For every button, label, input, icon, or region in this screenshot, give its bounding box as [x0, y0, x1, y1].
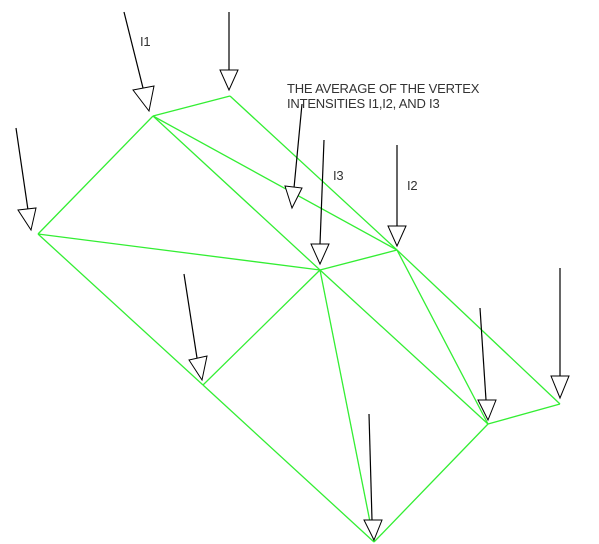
mesh: [37, 95, 561, 543]
arrow-lower-left: [183, 273, 208, 382]
arrows: [15, 11, 570, 542]
arrow-top: [219, 12, 239, 92]
arrow-head: [477, 399, 497, 422]
mesh-edge: [202, 269, 321, 386]
mesh-edge: [152, 115, 398, 251]
arrow-bottom: [363, 413, 383, 542]
label-i3: I3: [333, 168, 343, 183]
arrow-head: [219, 69, 239, 92]
arrow-head: [284, 185, 303, 210]
mesh-edge: [396, 249, 561, 405]
arrow-i2: [387, 145, 407, 248]
label-i1: I1: [140, 34, 150, 49]
arrow-i3: [310, 139, 330, 266]
arrow-left: [15, 127, 37, 232]
mesh-edge: [487, 403, 561, 425]
mesh-edge: [229, 95, 398, 251]
arrow-shaft: [15, 127, 29, 211]
mesh-edge: [319, 249, 398, 271]
arrow-shaft: [123, 11, 145, 93]
arrow-i1: [123, 11, 155, 113]
arrow-head: [132, 85, 155, 113]
arrow-shaft: [368, 413, 373, 521]
arrow-head: [310, 243, 330, 266]
mesh-edge: [396, 249, 489, 425]
mesh-edge: [202, 384, 375, 543]
arrow-head: [363, 519, 383, 542]
arrow-shaft: [293, 103, 303, 189]
label-i2: I2: [407, 178, 417, 193]
arrow-shaft: [479, 307, 487, 401]
mesh-edge: [373, 423, 489, 543]
arrow-head: [188, 355, 208, 382]
arrow-far-right: [550, 268, 570, 400]
mesh-edge: [152, 95, 231, 117]
mesh-edge: [319, 269, 375, 543]
arrow-lower-right: [477, 307, 497, 422]
arrow-head: [17, 207, 37, 232]
arrow-shaft: [319, 139, 325, 245]
mesh-edge: [37, 233, 204, 386]
mesh-edge: [319, 269, 489, 425]
mesh-edge: [37, 233, 321, 271]
mesh-edge: [37, 115, 154, 235]
mesh-edge: [152, 115, 321, 271]
arrow-head: [550, 375, 570, 400]
annotation-line-1: THE AVERAGE OF THE VERTEX: [287, 81, 480, 96]
arrow-shaft: [183, 273, 198, 359]
arrow-head: [387, 225, 407, 248]
arrow-mid: [284, 103, 303, 210]
annotation-line-2: INTENSITIES I1,I2, AND I3: [287, 96, 440, 111]
